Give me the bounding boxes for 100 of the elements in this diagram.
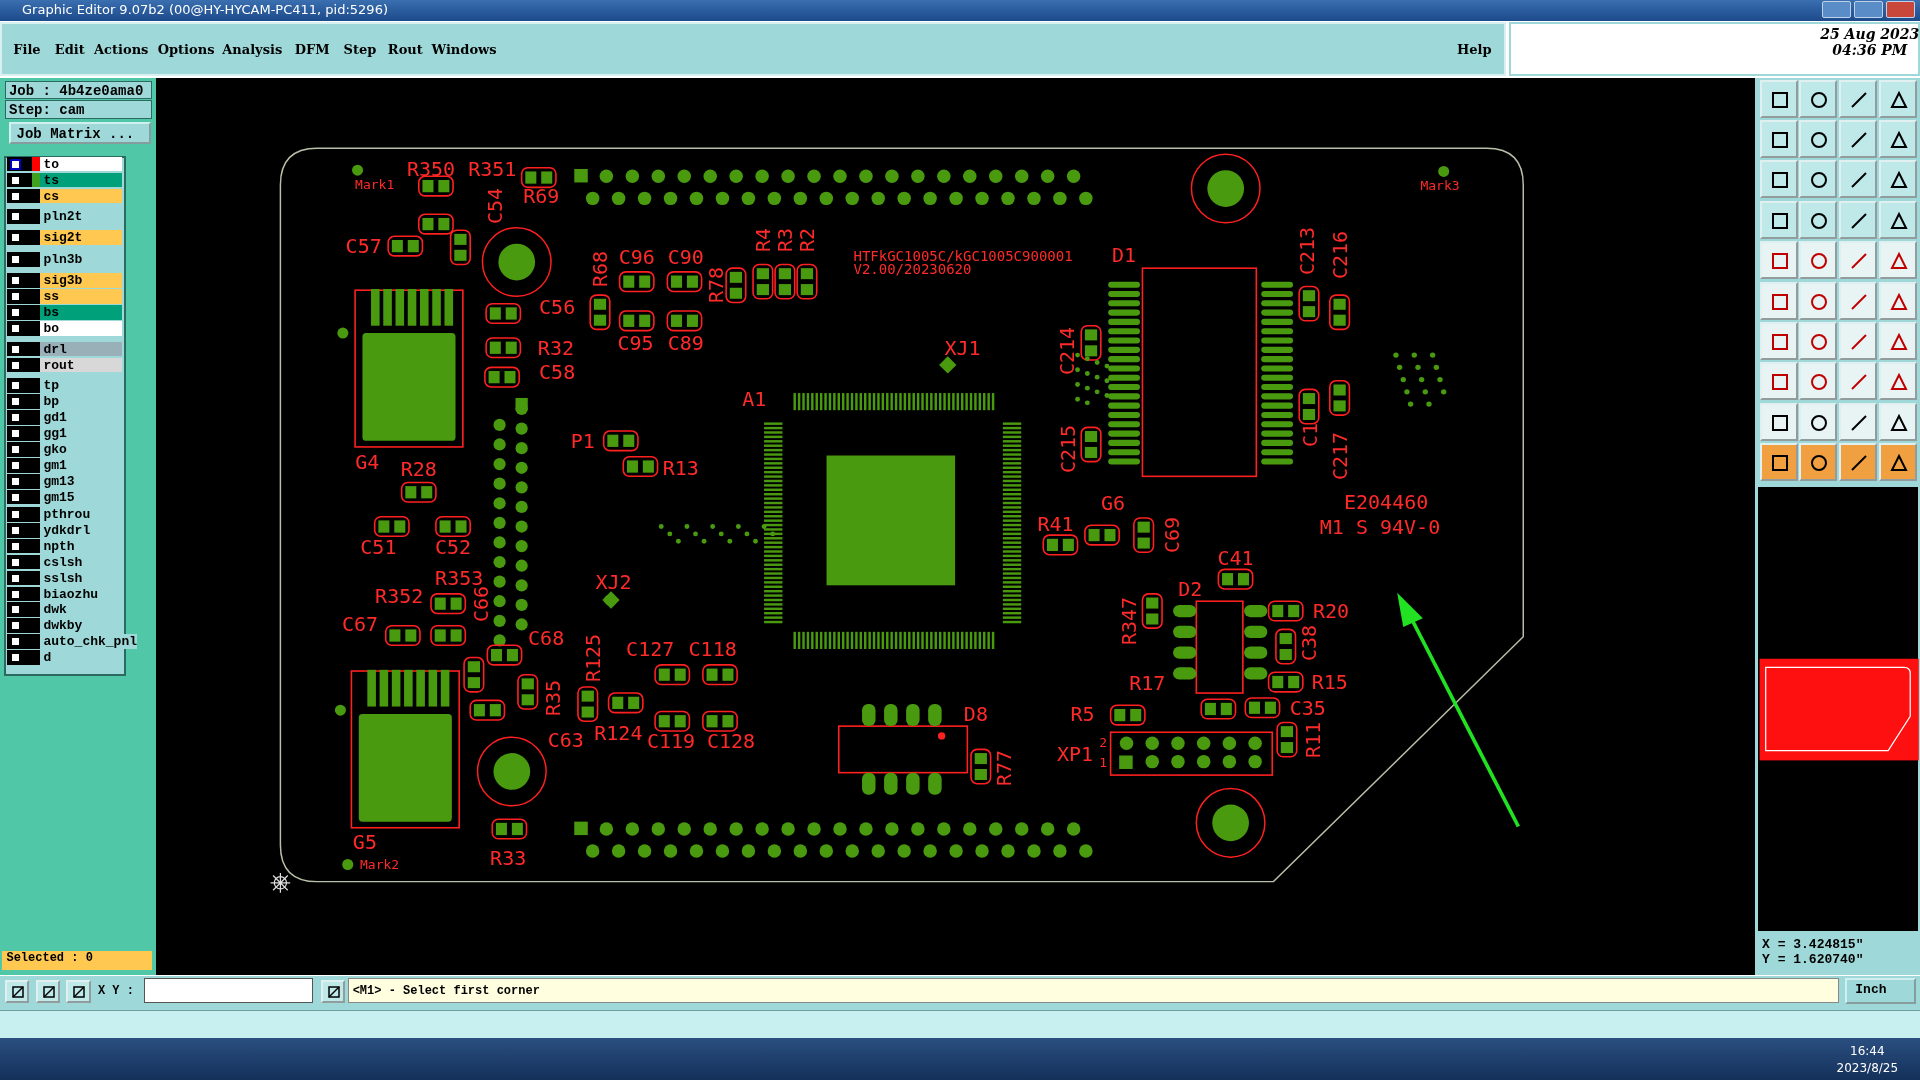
component-designator: R4 — [752, 227, 773, 253]
component-designator: R28 — [400, 458, 437, 479]
component-designator: R11 — [1302, 721, 1323, 758]
component-designator: C215 — [1057, 425, 1078, 474]
board-marking-text: V2.00/20230620 — [853, 262, 972, 277]
layer-name: sig3b — [40, 273, 123, 288]
component-designator: G4 — [355, 451, 380, 472]
status-message: <M1> - Select first corner — [352, 984, 540, 997]
menu-item: Help — [1457, 42, 1492, 56]
job-info-field: Step: cam — [4, 100, 152, 119]
component-designator: R77 — [994, 749, 1015, 786]
component-designator: D1 — [1112, 244, 1137, 265]
component-designator: C89 — [667, 332, 704, 353]
layer-name: tp — [40, 378, 123, 394]
component-designator: M1 S 94V-0 — [1319, 516, 1441, 537]
component-designator: C35 — [1289, 697, 1326, 718]
coordinate-readout: X = 3.424815" — [1762, 937, 1864, 951]
menu-item: Options — [157, 42, 215, 56]
component-designator: C52 — [435, 537, 472, 558]
component-designator: G6 — [1101, 493, 1126, 514]
component-designator: R78 — [706, 267, 727, 304]
layer-name: gko — [40, 442, 123, 457]
layer-name: gg1 — [40, 426, 123, 441]
component-designator: R13 — [662, 457, 699, 478]
layer-name: auto_chk_pnl — [40, 634, 137, 649]
component-designator: C57 — [345, 236, 382, 257]
component-designator: R17 — [1129, 673, 1166, 694]
board-marking-text: HTFkGC1005C/kGC1005C900001 — [853, 248, 1073, 263]
coordinate-readout: Y = 1.620740" — [1762, 952, 1864, 966]
component-designator: R33 — [490, 848, 527, 869]
component-designator: R353 — [435, 567, 484, 588]
component-designator: A1 — [742, 389, 767, 410]
component-designator: C128 — [706, 730, 756, 751]
fiducial-label: Mark2 — [360, 858, 400, 871]
component-designator: R125 — [582, 633, 603, 682]
component-designator: P1 — [570, 430, 595, 451]
component-designator: R5 — [1070, 703, 1095, 724]
component-designator: R35 — [543, 679, 564, 716]
component-designator: C118 — [688, 638, 737, 659]
menu-item: Windows — [431, 42, 497, 56]
date-time-text: 25 Aug 2023 — [1820, 27, 1920, 42]
component-designator: C63 — [547, 729, 584, 750]
component-designator: D2 — [1178, 578, 1203, 599]
component-designator: R15 — [1311, 672, 1348, 693]
component-designator: G5 — [352, 832, 377, 853]
component-designator: D8 — [963, 703, 988, 724]
component-designator: XJ2 — [595, 571, 632, 592]
window-title: Graphic Editor 9.07b2 (00@HY-HYCAM-PC411, pid:5296) — [22, 2, 388, 17]
selection-count-field: Selected : 0 — [2, 951, 152, 970]
component-designator: C214 — [1056, 327, 1077, 376]
layer-name: sig2t — [40, 230, 123, 245]
component-designator: C69 — [1161, 517, 1182, 554]
component-designator: C58 — [539, 362, 576, 383]
date-time-text: 04:36 PM — [1832, 43, 1908, 58]
component-designator: R347 — [1118, 596, 1139, 645]
menu-item: Actions — [94, 42, 149, 56]
component-designator: R2 — [796, 227, 817, 253]
component-designator: R41 — [1037, 514, 1074, 535]
component-designator: C68 — [528, 627, 565, 648]
component-designator: C213 — [1296, 226, 1317, 276]
component-designator: C54 — [484, 187, 505, 224]
job-matrix-button: Job Matrix ... — [8, 122, 151, 145]
component-designator: C66 — [471, 585, 492, 622]
layer-name: bp — [40, 394, 123, 409]
layer-name: pln3b — [40, 252, 123, 267]
layer-name: pln2t — [40, 209, 123, 225]
component-designator: R351 — [468, 158, 517, 179]
component-designator: R20 — [1312, 601, 1350, 621]
component-designator: C1 — [1300, 422, 1321, 447]
layer-name: dwk — [40, 602, 123, 618]
menu-item: Step — [343, 42, 377, 56]
menu-item: Analysis — [222, 42, 283, 56]
component-designator: XP1 — [1057, 744, 1094, 765]
clock-text: 2023/8/25 — [1836, 1061, 1899, 1074]
unit-dropdown: Inch — [1845, 978, 1917, 1005]
component-designator: R69 — [523, 185, 560, 206]
component-designator: C51 — [360, 537, 397, 558]
component-designator: E204460 — [1343, 492, 1429, 513]
component-designator: C90 — [667, 247, 704, 268]
field-label: X Y : — [97, 984, 134, 997]
component-designator: C67 — [341, 614, 379, 635]
fiducial-label: Mark3 — [1420, 178, 1460, 192]
menu-item: Edit — [54, 42, 85, 56]
component-designator: C41 — [1217, 548, 1254, 569]
component-designator: C217 — [1329, 431, 1350, 480]
component-designator: C216 — [1329, 230, 1350, 279]
menu-item: File — [13, 42, 41, 56]
pin-number: 1 — [1099, 755, 1108, 769]
layer-name: dwkby — [40, 618, 123, 634]
component-designator: C119 — [646, 730, 696, 751]
pin-number: 2 — [1099, 735, 1108, 749]
layer-name: d — [40, 650, 123, 665]
component-designator: C56 — [539, 297, 576, 318]
menu-item: Rout — [387, 42, 423, 56]
component-designator: R124 — [594, 723, 643, 744]
clock-text: 16:44 — [1850, 1044, 1885, 1057]
component-designator: C38 — [1298, 624, 1319, 661]
menu-item: DFM — [294, 42, 330, 56]
component-designator: R68 — [590, 251, 610, 288]
component-designator: R3 — [774, 227, 795, 253]
